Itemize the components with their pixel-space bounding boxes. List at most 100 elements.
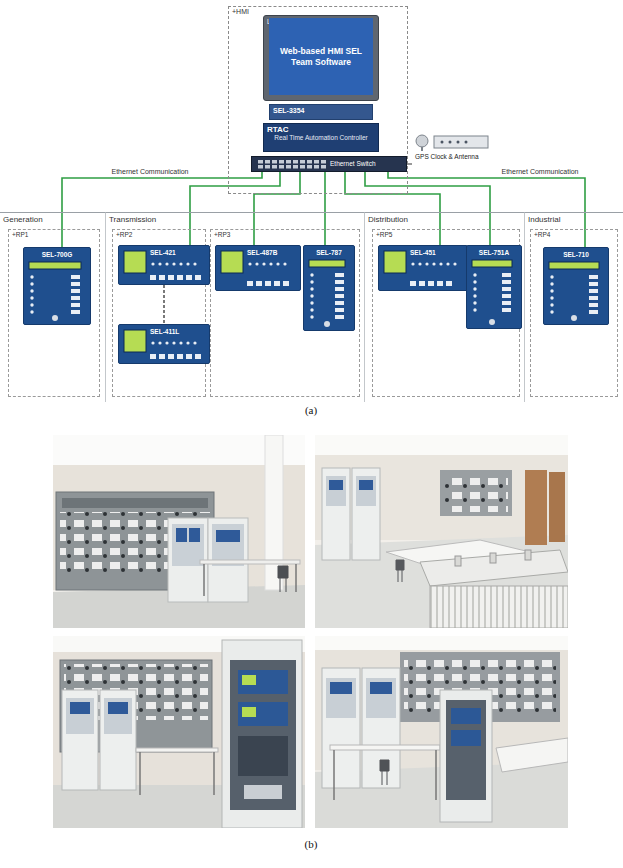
section-title: Industrial: [528, 215, 560, 224]
status-led: [283, 262, 286, 265]
push-button: [502, 287, 511, 291]
relay-display: [549, 262, 599, 269]
protection-relay: SEL-710: [543, 247, 609, 325]
network-port: [293, 165, 298, 169]
chair: [278, 566, 288, 592]
status-led: [158, 341, 161, 344]
status-led: [473, 287, 476, 290]
panel-strip: [62, 498, 208, 508]
network-port: [265, 165, 270, 169]
status-led: [262, 262, 265, 265]
status-led: [158, 262, 161, 265]
ethernet-link: [190, 172, 280, 245]
relay-display: [29, 262, 81, 269]
network-port: [279, 165, 284, 169]
network-port: [265, 160, 270, 164]
push-button: [71, 275, 80, 279]
automation-controller: RTACReal Time Automation Controller: [263, 123, 379, 152]
panel-tag: +RP5: [376, 231, 392, 239]
panel-meters: [444, 474, 508, 512]
push-button: [335, 301, 344, 305]
relay-unit: [70, 702, 90, 714]
network-port: [293, 160, 298, 164]
relay-display: [124, 330, 146, 352]
status-led: [441, 141, 444, 144]
protection-relay: SEL-700G: [23, 247, 91, 325]
relay-unit: [359, 480, 373, 490]
push-button: [502, 308, 511, 312]
relay-cabinet: [352, 468, 380, 560]
status-led: [439, 262, 442, 265]
status-led: [457, 141, 460, 144]
network-port: [272, 160, 277, 164]
relay-model: SEL-751A: [467, 249, 521, 257]
relay-link: [163, 285, 164, 324]
status-led: [425, 262, 428, 265]
push-button: [589, 275, 598, 279]
status-led: [310, 294, 313, 297]
desk: [136, 748, 218, 752]
push-button: [71, 310, 80, 314]
screen-text: Web-based HMI SEL Team Software: [269, 18, 373, 95]
push-button: [177, 354, 183, 359]
photo-ground: [53, 636, 305, 828]
control-panel: [440, 470, 512, 516]
device-name: GPS Clock & Antenna: [415, 153, 479, 161]
relay-cabinet: [322, 468, 350, 560]
gps-antenna: [416, 135, 428, 147]
nav-button: [489, 319, 495, 325]
push-button: [446, 281, 452, 286]
bushing: [490, 553, 496, 563]
status-led: [269, 262, 272, 265]
relay-model: SEL-451: [410, 249, 436, 257]
push-button: [195, 275, 201, 280]
ethernet-link: [62, 172, 262, 247]
relay-unit: [176, 528, 187, 542]
relay-unit: [329, 480, 343, 490]
status-led: [151, 341, 154, 344]
relay-unit: [370, 682, 392, 694]
relay-panel: +RP4SEL-710: [530, 229, 618, 397]
section-band: Transmission+RP2SEL-421SEL-411L+RP3SEL-4…: [106, 212, 365, 402]
relay-panel: +RP2SEL-421SEL-411L: [112, 229, 206, 397]
section-band: Generation+RP1SEL-700G: [0, 212, 106, 402]
desk-leg: [139, 752, 141, 795]
status-led: [465, 141, 468, 144]
section-band: Distribution+RP5SEL-451SEL-751A: [365, 212, 525, 402]
chair: [396, 560, 404, 582]
bushing: [525, 550, 531, 560]
network-port: [321, 160, 326, 164]
connector-label: Ethernet Communication: [499, 168, 580, 176]
relay-unit: [451, 730, 481, 746]
status-led: [550, 282, 553, 285]
status-led: [255, 262, 258, 265]
status-led: [30, 310, 33, 313]
chair: [380, 760, 389, 785]
nav-button: [52, 315, 58, 321]
desk-leg: [203, 564, 205, 596]
relay-display: [384, 251, 406, 273]
push-button: [195, 354, 201, 359]
device-face: [24, 248, 86, 326]
status-led: [473, 308, 476, 311]
network-port: [279, 160, 284, 164]
relay-cabinet: [322, 668, 360, 788]
relay-unit: [451, 708, 481, 724]
status-led: [432, 262, 435, 265]
push-button: [247, 281, 253, 286]
status-led: [550, 303, 553, 306]
protection-relay: SEL-421: [118, 245, 210, 285]
relay-model: SEL-710: [544, 251, 608, 259]
device-face: [467, 246, 517, 330]
lab-photo: [53, 435, 305, 628]
relay-panel: +RP1SEL-700G: [8, 229, 100, 397]
table-leg: [435, 750, 437, 800]
status-led: [165, 262, 168, 265]
network-port: [300, 160, 305, 164]
push-button: [265, 281, 271, 286]
push-button: [335, 315, 344, 319]
panel-tag: +RP3: [214, 231, 230, 239]
ethernet-link: [254, 172, 300, 245]
network-port: [286, 165, 291, 169]
panel-tag: +RP4: [534, 231, 550, 239]
